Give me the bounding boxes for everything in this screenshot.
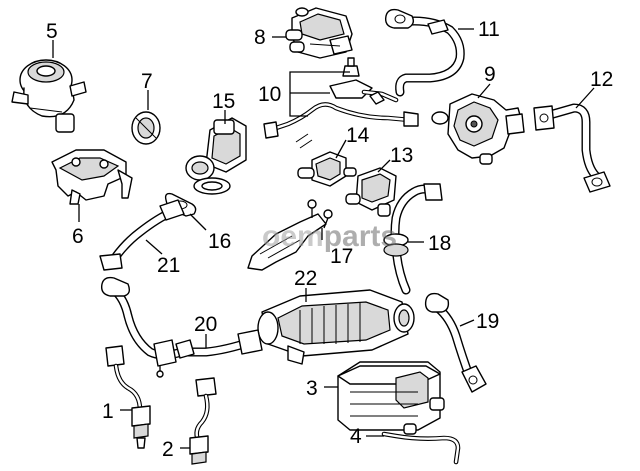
callout-6: 6 xyxy=(72,225,84,248)
callout-20: 20 xyxy=(194,313,217,336)
leader-10 xyxy=(289,71,350,117)
valve-body-part xyxy=(431,93,525,165)
oxygen-sensor-1-part xyxy=(105,345,151,449)
callout-7: 7 xyxy=(141,70,153,93)
callout-numbers: 5 6 7 15 16 21 8 10 14 13 17 11 9 12 18 … xyxy=(46,18,613,461)
callout-11: 11 xyxy=(478,18,500,41)
vacuum-valve-part xyxy=(297,151,357,187)
callout-12: 12 xyxy=(590,68,613,91)
pipe-18-part xyxy=(383,183,443,295)
watermark-text: oemparts xyxy=(262,220,397,253)
bracket-17-part xyxy=(247,199,333,271)
pipe-11-part xyxy=(384,8,465,97)
callout-17: 17 xyxy=(330,245,353,268)
callout-1: 1 xyxy=(102,400,114,423)
callout-3: 3 xyxy=(306,377,318,400)
oxygen-sensor-2-part xyxy=(189,377,217,465)
leader-19 xyxy=(459,319,475,327)
callout-22: 22 xyxy=(294,267,317,290)
hose-part xyxy=(381,431,461,465)
callout-16: 16 xyxy=(208,230,231,253)
catalytic-converter-part xyxy=(257,289,415,365)
cap-part xyxy=(131,111,161,145)
callout-14: 14 xyxy=(346,124,370,147)
leader-lines xyxy=(52,28,595,449)
callout-10: 10 xyxy=(258,83,281,106)
pipe-12-part xyxy=(533,103,611,193)
callout-4: 4 xyxy=(350,425,362,448)
leader-9 xyxy=(477,83,491,99)
leader-21 xyxy=(145,239,163,255)
callout-15: 15 xyxy=(212,90,235,113)
sensor-harness-part xyxy=(263,57,419,149)
bracket-part xyxy=(51,149,133,205)
leader-13 xyxy=(377,159,391,173)
leader-16 xyxy=(189,213,207,231)
callout-9: 9 xyxy=(484,63,496,86)
air-pump-part xyxy=(11,59,87,133)
watermark-prefix: oem xyxy=(262,220,324,253)
callout-18: 18 xyxy=(428,232,451,255)
valve-assembly-part xyxy=(185,117,247,195)
switching-valve-part xyxy=(345,167,397,217)
callout-21: 21 xyxy=(157,254,180,277)
leader-12 xyxy=(575,87,595,109)
callout-2: 2 xyxy=(162,438,174,461)
solenoid-assembly-part xyxy=(285,7,353,59)
pipe-19-part xyxy=(424,292,487,393)
watermark-suffix: parts xyxy=(324,220,397,253)
callout-13: 13 xyxy=(390,144,413,167)
callout-19: 19 xyxy=(476,310,499,333)
callout-8: 8 xyxy=(254,26,266,49)
exhaust-pipe-part xyxy=(100,276,263,378)
leader-14 xyxy=(335,139,347,159)
charcoal-canister-part xyxy=(337,361,445,435)
callout-5: 5 xyxy=(46,20,58,43)
pipe-21-part xyxy=(99,199,185,271)
